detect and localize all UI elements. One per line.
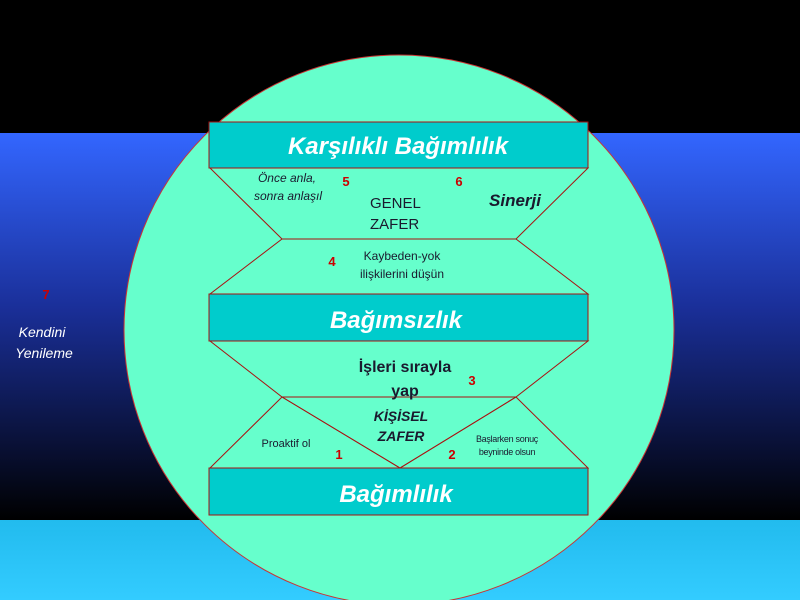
bar-independence: Bağımsızlık <box>208 293 589 342</box>
habit-5-line2: sonra anlaşıl <box>254 189 322 203</box>
habit-6-number: 6 <box>455 174 462 189</box>
private-victory-line1: KİŞİSEL <box>374 408 428 424</box>
bar-dependence-label: Bağımlılık <box>339 481 454 508</box>
habit-4-line1: Kaybeden-yok <box>364 249 442 263</box>
bar-interdependence-label: Karşılıklı Bağımlılık <box>288 133 510 160</box>
habit-6-label: Sinerji <box>489 191 542 210</box>
private-victory-line2: ZAFER <box>377 428 426 444</box>
habit-3-line1: İşleri sırayla <box>359 358 452 376</box>
habit-4-number: 4 <box>328 254 336 269</box>
habit-3-number: 3 <box>468 373 475 388</box>
habit-4-line2: ilişkilerini düşün <box>360 267 444 281</box>
habit-2-number: 2 <box>448 447 455 462</box>
habit-2-line2: beyninde olsun <box>479 447 536 457</box>
bar-interdependence: Karşılıklı Bağımlılık <box>208 121 589 169</box>
bar-independence-label: Bağımsızlık <box>330 307 464 334</box>
habit-7-line1: Kendini <box>19 324 67 340</box>
habit-5-number: 5 <box>342 174 349 189</box>
bar-dependence: Bağımlılık <box>208 467 589 516</box>
public-victory-line2: ZAFER <box>370 216 419 233</box>
public-victory-line1: GENEL <box>370 195 421 212</box>
habit-7-number: 7 <box>42 287 49 302</box>
habit-2-line1: Başlarken sonuç <box>476 434 539 444</box>
habit-3-line2: yap <box>391 383 419 400</box>
habit-5-line1: Önce anla, <box>258 171 316 185</box>
habit-1-number: 1 <box>335 447 342 462</box>
habit-1-label: Proaktif ol <box>262 438 311 450</box>
habit-7-line2: Yenileme <box>15 345 73 361</box>
